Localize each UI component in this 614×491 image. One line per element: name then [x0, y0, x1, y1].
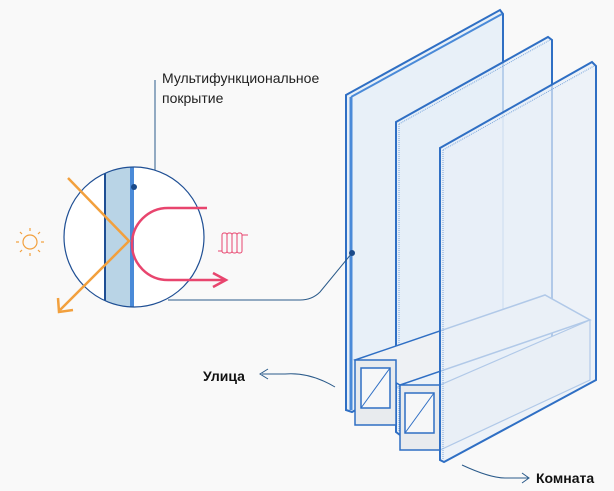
- magnified-coating-detail: [63, 166, 205, 308]
- coating-marker-dot: [349, 250, 355, 256]
- sun-ray-reflection: [56, 177, 131, 314]
- room-arrow-icon: [521, 472, 530, 484]
- outside-arrow-icon: [259, 368, 269, 380]
- room-leader-line: [461, 464, 528, 479]
- room-label: Комната: [536, 470, 595, 486]
- coating-label-line2: покрытие: [162, 90, 224, 106]
- glass-pane-inner: [439, 60, 597, 464]
- sun-icon: [16, 228, 44, 256]
- radiator-icon: [218, 232, 248, 254]
- heat-reflection-arrow: [130, 206, 229, 289]
- coating-label: Мультифункциональное покрытие: [162, 68, 319, 108]
- outside-leader-line: [262, 373, 336, 388]
- coating-label-line1: Мультифункциональное: [162, 70, 320, 86]
- coating-leader-line: [168, 252, 353, 301]
- outside-label: Улица: [203, 368, 245, 384]
